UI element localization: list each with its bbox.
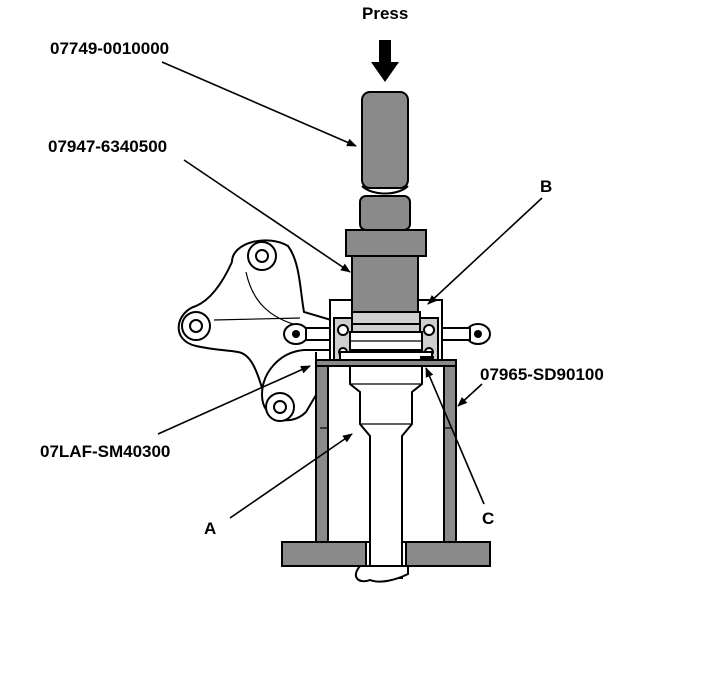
steering-knuckle xyxy=(177,239,491,422)
leader-tool-4 xyxy=(457,383,483,407)
driver-handle-tool xyxy=(361,91,409,195)
base-plate xyxy=(281,541,491,583)
tool-label-07947-6340500: 07947-6340500 xyxy=(48,137,168,156)
inner-shaft-tool xyxy=(349,365,423,579)
callout-a-label: A xyxy=(204,519,217,538)
leader-tool-2 xyxy=(183,159,351,273)
tool-label-07laf-sm40300: 07LAF-SM40300 xyxy=(40,442,171,461)
driver-attachment-tool xyxy=(345,195,427,325)
tool-label-07749-0010000: 07749-0010000 xyxy=(50,39,170,58)
callout-c-label: C xyxy=(482,509,495,528)
tool-label-07965-sd90100: 07965-SD90100 xyxy=(480,365,604,384)
leader-callout-c xyxy=(425,367,485,505)
leader-callout-b xyxy=(427,197,543,305)
leader-lines xyxy=(157,61,543,519)
bearing xyxy=(349,323,423,351)
callout-b-label: B xyxy=(540,177,553,196)
leader-tool-3 xyxy=(157,365,311,435)
press-label: Press xyxy=(362,4,409,23)
press-arrow-icon xyxy=(371,40,399,82)
leader-tool-1 xyxy=(161,61,357,147)
leader-callout-a xyxy=(229,433,353,519)
